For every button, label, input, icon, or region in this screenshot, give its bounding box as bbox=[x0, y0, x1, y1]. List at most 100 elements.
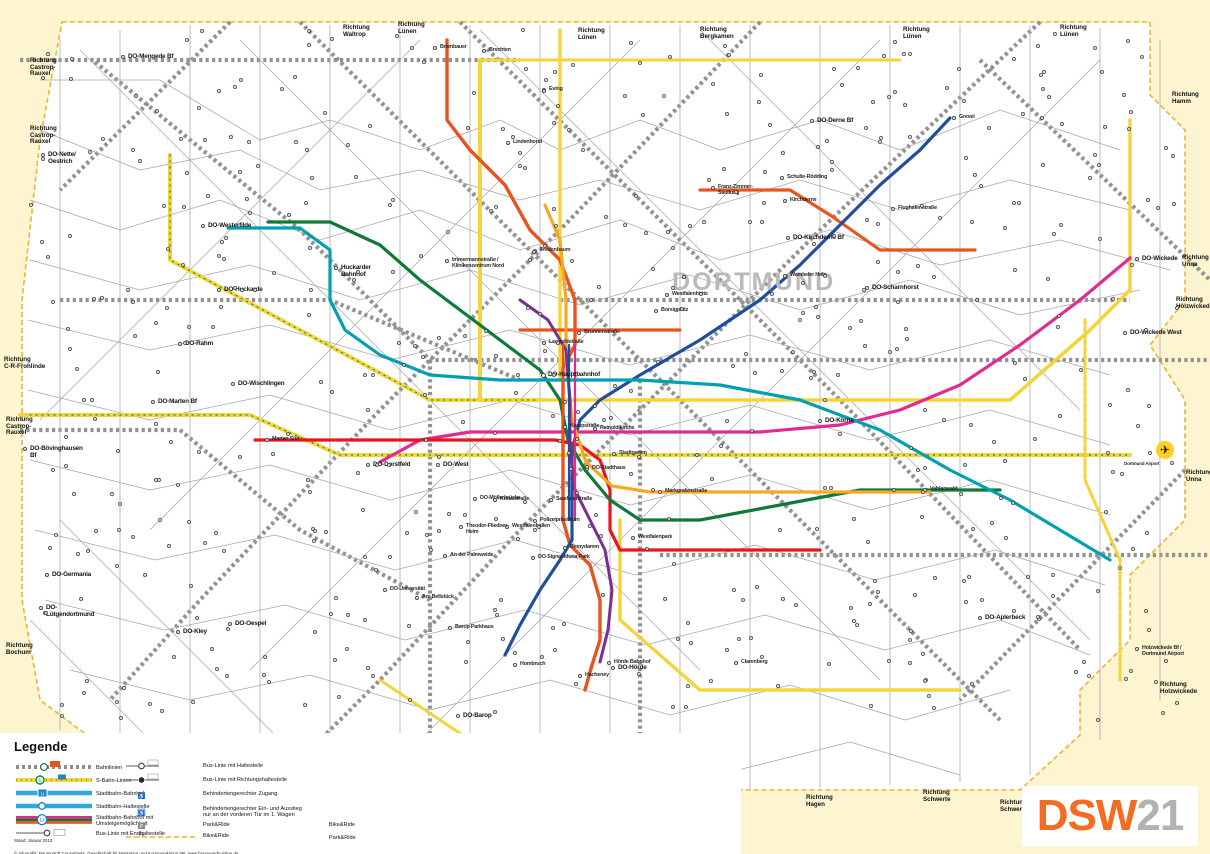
bus-stop-dot[interactable] bbox=[51, 300, 56, 305]
bus-stop-dot[interactable] bbox=[875, 259, 880, 264]
bus-stop-dot[interactable] bbox=[571, 63, 576, 68]
bus-stop-dot[interactable] bbox=[752, 370, 757, 375]
bus-stop-dot[interactable] bbox=[445, 229, 450, 234]
bus-stop-dot[interactable] bbox=[355, 269, 360, 274]
bus-stop-dot[interactable] bbox=[979, 597, 984, 602]
bus-stop-dot[interactable] bbox=[395, 33, 400, 38]
bus-stop-dot[interactable] bbox=[1045, 276, 1050, 281]
bus-stop-dot[interactable] bbox=[1164, 146, 1169, 151]
bus-stop-dot[interactable] bbox=[64, 463, 69, 468]
bus-stop-dot[interactable] bbox=[554, 223, 559, 228]
bus-stop-dot[interactable] bbox=[859, 319, 864, 324]
bus-stop-dot[interactable] bbox=[541, 89, 546, 94]
bus-stop-dot[interactable] bbox=[252, 288, 257, 293]
bus-stop-dot[interactable] bbox=[671, 704, 676, 709]
bus-stop-dot[interactable] bbox=[824, 139, 829, 144]
bus-stop-dot[interactable] bbox=[886, 658, 891, 663]
bus-stop-dot[interactable] bbox=[219, 304, 224, 309]
bus-stop-dot[interactable] bbox=[945, 85, 950, 90]
bus-stop-dot[interactable] bbox=[306, 43, 311, 48]
bus-stop-dot[interactable] bbox=[213, 531, 218, 536]
bus-stop-dot[interactable] bbox=[661, 94, 666, 99]
bus-stop-dot[interactable] bbox=[523, 66, 528, 71]
bus-stop-dot[interactable] bbox=[730, 363, 735, 368]
bus-stop-dot[interactable] bbox=[216, 88, 221, 93]
bus-stop-dot[interactable] bbox=[492, 430, 497, 435]
bus-stop-dot[interactable] bbox=[407, 697, 412, 702]
bus-stop-dot[interactable] bbox=[363, 617, 368, 622]
bus-stop-dot[interactable] bbox=[655, 359, 660, 364]
bus-stop-dot[interactable] bbox=[159, 708, 164, 713]
bus-stop-dot[interactable] bbox=[597, 284, 602, 289]
bus-stop-dot[interactable] bbox=[603, 215, 608, 220]
bus-stop-dot[interactable] bbox=[760, 655, 765, 659]
bus-stop-dot[interactable] bbox=[59, 713, 64, 718]
bus-stop-dot[interactable] bbox=[862, 344, 867, 349]
bus-stop-dot[interactable] bbox=[421, 354, 426, 359]
bus-stop-dot[interactable] bbox=[513, 390, 518, 395]
station-dot[interactable] bbox=[783, 199, 787, 203]
bus-stop-dot[interactable] bbox=[528, 257, 533, 262]
bus-stop-dot[interactable] bbox=[217, 254, 222, 259]
bus-stop-dot[interactable] bbox=[1139, 54, 1144, 59]
station-dot[interactable] bbox=[456, 714, 460, 718]
bus-stop-dot[interactable] bbox=[461, 419, 466, 424]
bus-stop-dot[interactable] bbox=[196, 106, 201, 111]
bus-stop-dot[interactable] bbox=[330, 390, 335, 395]
bus-stop-dot[interactable] bbox=[961, 578, 966, 583]
bus-stop-dot[interactable] bbox=[45, 254, 50, 259]
station-dot[interactable] bbox=[786, 236, 790, 240]
bus-stop-dot[interactable] bbox=[271, 270, 276, 275]
bus-stop-dot[interactable] bbox=[133, 94, 138, 98]
bus-stop-dot[interactable] bbox=[775, 684, 780, 689]
station-dot[interactable] bbox=[593, 427, 597, 431]
bus-stop-dot[interactable] bbox=[864, 217, 869, 222]
bus-stop-dot[interactable] bbox=[203, 541, 207, 546]
bus-stop-dot[interactable] bbox=[309, 288, 313, 293]
bus-stop-dot[interactable] bbox=[239, 77, 243, 82]
bus-stop-dot[interactable] bbox=[666, 517, 671, 522]
bus-stop-dot[interactable] bbox=[1144, 608, 1148, 613]
bus-stop-dot[interactable] bbox=[815, 145, 820, 150]
bus-stop-dot[interactable] bbox=[780, 150, 785, 155]
station-dot[interactable] bbox=[39, 606, 43, 610]
bus-stop-dot[interactable] bbox=[748, 636, 753, 640]
bus-stop-dot[interactable] bbox=[1171, 202, 1176, 207]
bus-stop-dot[interactable] bbox=[423, 437, 428, 442]
bus-stop-dot[interactable] bbox=[942, 417, 946, 422]
bus-stop-dot[interactable] bbox=[963, 599, 968, 604]
bus-stop-dot[interactable] bbox=[1003, 535, 1008, 540]
bus-stop-dot[interactable] bbox=[574, 436, 579, 441]
bus-stop-dot[interactable] bbox=[902, 103, 907, 108]
bus-stop-dot[interactable] bbox=[422, 393, 427, 397]
station-dot[interactable] bbox=[780, 176, 784, 180]
bus-stop-dot[interactable] bbox=[85, 548, 90, 553]
bus-stop-dot[interactable] bbox=[266, 680, 271, 685]
bus-stop-dot[interactable] bbox=[168, 439, 173, 444]
bus-stop-dot[interactable] bbox=[74, 366, 79, 371]
bus-stop-dot[interactable] bbox=[904, 337, 909, 342]
bus-stop-dot[interactable] bbox=[494, 613, 499, 618]
bus-stop-dot[interactable] bbox=[637, 455, 641, 460]
bus-stop-dot[interactable] bbox=[576, 409, 581, 414]
bus-stop-dot[interactable] bbox=[363, 554, 368, 559]
station-dot[interactable] bbox=[334, 266, 338, 270]
bus-stop-dot[interactable] bbox=[920, 203, 925, 208]
bus-stop-dot[interactable] bbox=[543, 77, 548, 82]
bus-stop-dot[interactable] bbox=[823, 274, 828, 278]
bus-stop-dot[interactable] bbox=[88, 150, 93, 155]
bus-stop-dot[interactable] bbox=[1051, 573, 1056, 577]
bus-stop-dot[interactable] bbox=[1012, 57, 1017, 61]
bus-stop-dot[interactable] bbox=[837, 431, 842, 436]
station-dot[interactable] bbox=[542, 341, 546, 345]
bus-stop-dot[interactable] bbox=[1039, 72, 1044, 77]
bus-stop-dot[interactable] bbox=[1127, 127, 1132, 132]
bus-stop-dot[interactable] bbox=[184, 38, 189, 43]
bus-stop-dot[interactable] bbox=[133, 333, 138, 338]
bus-stop-dot[interactable] bbox=[1087, 175, 1092, 180]
station-dot[interactable] bbox=[577, 331, 581, 335]
station-dot[interactable] bbox=[818, 419, 822, 423]
bus-stop-dot[interactable] bbox=[310, 175, 315, 180]
bus-stop-dot[interactable] bbox=[877, 139, 882, 144]
bus-stop-dot[interactable] bbox=[612, 383, 617, 388]
